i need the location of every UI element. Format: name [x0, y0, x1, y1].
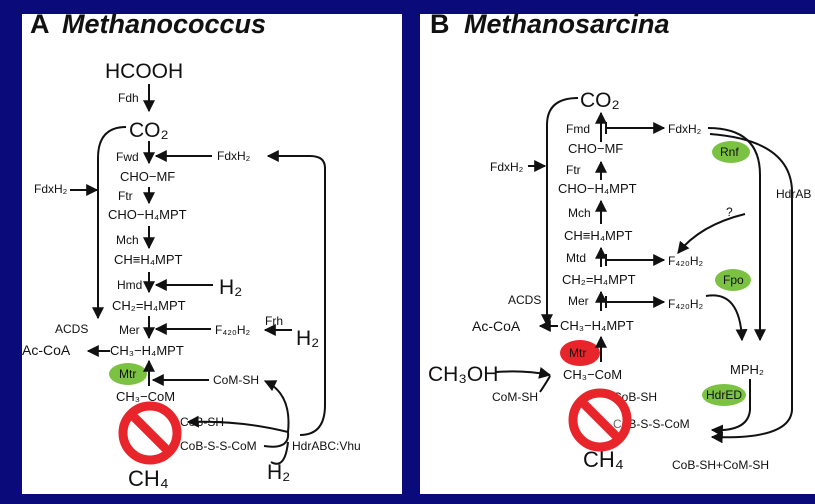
hdrab-label: HdrAB [776, 187, 811, 201]
heterodisulfide-reduction-line [263, 431, 290, 448]
panel-a-letter: A [30, 9, 50, 39]
co2-b-label: CO₂ [580, 89, 620, 112]
ch2-h4mpt-b-label: CH₂=H₄MPT [562, 272, 636, 287]
fmd-label: Fmd [566, 122, 590, 136]
hdred-label: HdrED [706, 388, 742, 402]
h2-frh-label: H₂ [296, 327, 319, 350]
ch-h4mpt-label: CH≡H₄MPT [114, 252, 183, 267]
ch2-h4mpt-label: CH₂=H₄MPT [112, 298, 186, 313]
hdr-vhu-label: HdrABC:Vhu [292, 439, 361, 453]
ftr-b-label: Ftr [566, 163, 581, 177]
panel-b-organism: Methanosarcina [464, 9, 670, 39]
panel-a-organism: Methanococcus [62, 9, 266, 39]
hcooh-label: HCOOH [105, 60, 183, 83]
cho-mf-b-label: CHO−MF [568, 141, 623, 156]
acetyl-coa-label: Ac-CoA [22, 342, 71, 358]
mch-label: Mch [116, 233, 139, 247]
mtr-b-label: Mtr [569, 346, 586, 360]
com-sh-b-line [539, 375, 551, 393]
products-label: CoB-SH+CoM-SH [672, 458, 769, 472]
hmd-label: Hmd [117, 278, 142, 292]
fpo-enzyme-badge [715, 269, 751, 291]
acds-label: ACDS [55, 322, 88, 336]
mtr-label: Mtr [119, 367, 136, 381]
rnf-label: Rnf [720, 145, 739, 159]
acds-branch-line [92, 126, 127, 320]
fdxh2-feedback-line [266, 150, 326, 436]
unknown-reaction-arrow [677, 213, 746, 254]
frh-label: Frh [265, 314, 283, 328]
mch-b-label: Mch [568, 206, 591, 220]
ch3-h4mpt-label: CH₃−H₄MPT [110, 343, 184, 358]
hdred-line [710, 385, 751, 437]
rnf-mph2-line [707, 127, 766, 342]
methanol-arrow [495, 366, 552, 379]
cho-h4mpt-label: CHO−H₄MPT [108, 207, 187, 222]
mtd-label: Mtd [566, 251, 586, 265]
mer-label: Mer [119, 323, 140, 337]
cob-sh-regeneration-arrow [186, 415, 289, 433]
heterodisulfide-b-label: CoB-S-S-CoM [613, 417, 690, 431]
question-label: ? [726, 205, 733, 219]
panel-a-background [22, 14, 402, 494]
fpo-mph2-line [705, 294, 748, 342]
mph2-label: MPH₂ [730, 362, 764, 377]
hdra-bifurcation-line [709, 133, 793, 444]
mer-b-label: Mer [568, 294, 589, 308]
rnf-enzyme-badge [712, 141, 750, 163]
panel-a: A Methanococcus HCOOH Fdh CO₂ Fwd CHO−MF… [22, 9, 361, 491]
ch3-com-b-label: CH₃−CoM [563, 367, 622, 382]
fdxh2-right-label: FdxH₂ [217, 149, 251, 163]
methanol-label: CH₃OH [428, 363, 498, 386]
acds-b-label: ACDS [508, 293, 541, 307]
h2-bottom-label: H₂ [267, 461, 290, 484]
com-sh-b-label: CoM-SH [492, 390, 538, 404]
cho-mf-label: CHO−MF [120, 169, 175, 184]
f420h2-mer-label: F₄₂₀H₂ [668, 297, 704, 311]
cob-sh-label: CoB-SH [180, 415, 224, 429]
panel-b: B Methanosarcina CO₂ Fmd CHO−MF Ftr CHO−… [428, 9, 811, 472]
acetyl-coa-b-label: Ac-CoA [472, 318, 521, 334]
acds-b-branch-line [541, 97, 579, 327]
fpo-label: Fpo [723, 273, 744, 287]
h2-bottom-line [270, 441, 289, 465]
ftr-label: Ftr [118, 189, 133, 203]
fdxh2-b-left-label: FdxH₂ [490, 160, 524, 174]
f420h2-mtd-label: F₄₂₀H₂ [668, 254, 704, 268]
co2-label: CO₂ [129, 119, 169, 142]
f420h2-label: F₄₂₀H₂ [215, 323, 251, 337]
mtr-b-enzyme-badge [560, 340, 600, 366]
panel-b-letter: B [430, 9, 450, 39]
cho-h4mpt-b-label: CHO−H₄MPT [558, 181, 637, 196]
heterodisulfide-label: CoB-S-S-CoM [180, 439, 257, 453]
fwd-label: Fwd [116, 150, 139, 164]
com-sh-label: CoM-SH [213, 373, 259, 387]
com-sh-regeneration-arrow [263, 380, 290, 433]
mtr-enzyme-badge [109, 363, 147, 385]
prohibition-b-icon [568, 388, 632, 452]
hdred-enzyme-badge [702, 384, 746, 406]
fdxh2-b-right-label: FdxH₂ [668, 122, 702, 136]
prohibition-icon [118, 401, 182, 465]
fdxh2-left-label: FdxH₂ [34, 182, 68, 196]
fdh-label: Fdh [118, 91, 139, 105]
h2-hmd-label: H₂ [219, 276, 242, 299]
ch3-com-label: CH₃−CoM [116, 389, 175, 404]
ch-h4mpt-b-label: CH≡H₄MPT [564, 228, 633, 243]
ch4-label: CH₄ [128, 466, 169, 491]
ch3-h4mpt-b-label: CH₃−H₄MPT [560, 318, 634, 333]
